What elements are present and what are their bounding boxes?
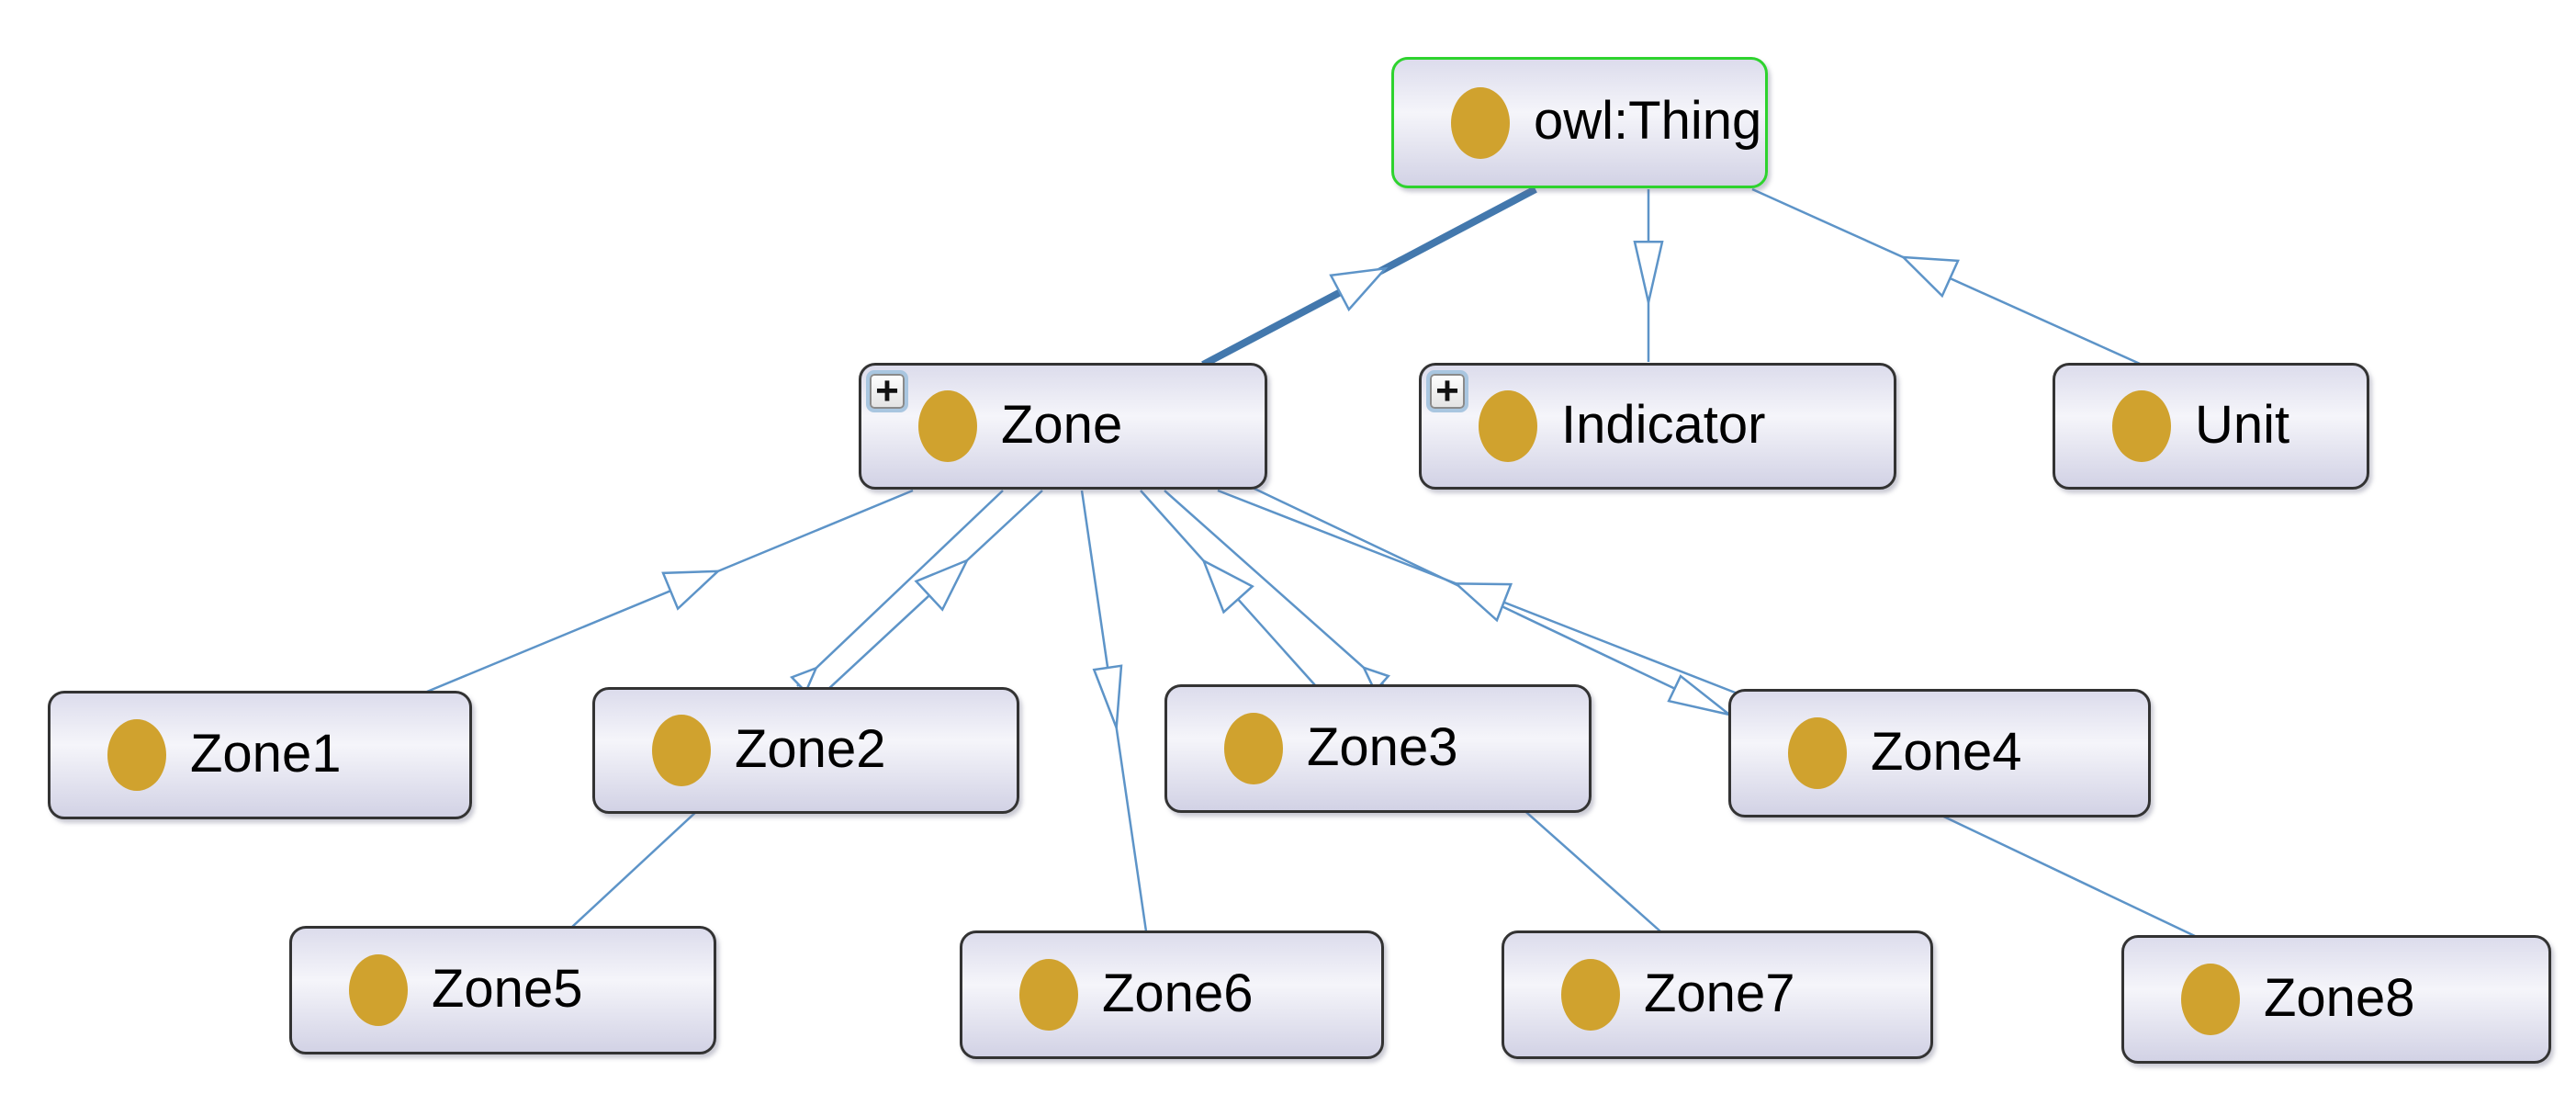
class-icon (1561, 959, 1620, 1031)
class-node-zone[interactable]: + Zone (859, 363, 1267, 490)
class-icon (349, 954, 408, 1026)
subclass-arrowhead (1092, 664, 1123, 728)
class-icon (1479, 390, 1537, 462)
class-node-zone4[interactable]: Zone4 (1728, 689, 2151, 817)
subclass-arrowhead (1633, 240, 1664, 303)
class-label: Zone7 (1644, 963, 1795, 1023)
subclass-arrowhead (1329, 266, 1389, 312)
class-label: Zone5 (432, 958, 583, 1019)
subclass-edge-line (796, 490, 1004, 687)
class-node-zone6[interactable]: Zone6 (960, 930, 1384, 1059)
class-node-indicator[interactable]: + Indicator (1419, 363, 1896, 490)
subclass-arrowhead (1361, 665, 1391, 693)
class-node-zone3[interactable]: Zone3 (1164, 684, 1592, 813)
class-icon (2112, 390, 2171, 462)
expand-button[interactable]: + (1426, 370, 1468, 412)
class-icon (652, 715, 711, 786)
class-node-unit[interactable]: Unit (2053, 363, 2369, 490)
class-icon (918, 390, 977, 462)
expand-button[interactable]: + (866, 370, 908, 412)
class-label: Zone (1001, 394, 1123, 455)
class-label: owl:Thing (1534, 91, 1762, 151)
class-node-zone7[interactable]: Zone7 (1502, 930, 1933, 1059)
class-label: Unit (2195, 394, 2290, 455)
subclass-arrowhead (914, 558, 970, 612)
class-node-zone1[interactable]: Zone1 (48, 691, 472, 819)
class-label: Zone3 (1307, 716, 1458, 777)
subclass-arrowhead (1667, 674, 1730, 716)
subclass-arrowhead (1453, 582, 1513, 623)
class-node-zone8[interactable]: Zone8 (2121, 935, 2551, 1064)
class-icon (2181, 964, 2240, 1035)
class-icon (1019, 959, 1078, 1031)
subclass-arrowhead (789, 666, 818, 694)
class-icon (1224, 713, 1283, 784)
class-label: Indicator (1561, 394, 1766, 455)
subclass-arrowhead (1201, 558, 1254, 615)
class-label: Zone6 (1102, 963, 1254, 1023)
class-icon (107, 719, 166, 791)
class-icon (1451, 86, 1510, 159)
subclass-arrowhead (661, 569, 722, 611)
subclass-arrowhead (1900, 255, 1960, 299)
class-icon (1788, 717, 1847, 789)
class-label: Zone2 (735, 718, 886, 779)
class-label: Zone8 (2264, 967, 2415, 1028)
class-node-owl-thing[interactable]: owl:Thing (1391, 57, 1768, 188)
class-node-zone2[interactable]: Zone2 (592, 687, 1019, 814)
class-label: Zone4 (1871, 721, 2022, 782)
class-node-zone5[interactable]: Zone5 (289, 926, 716, 1054)
class-label: Zone1 (190, 723, 342, 784)
